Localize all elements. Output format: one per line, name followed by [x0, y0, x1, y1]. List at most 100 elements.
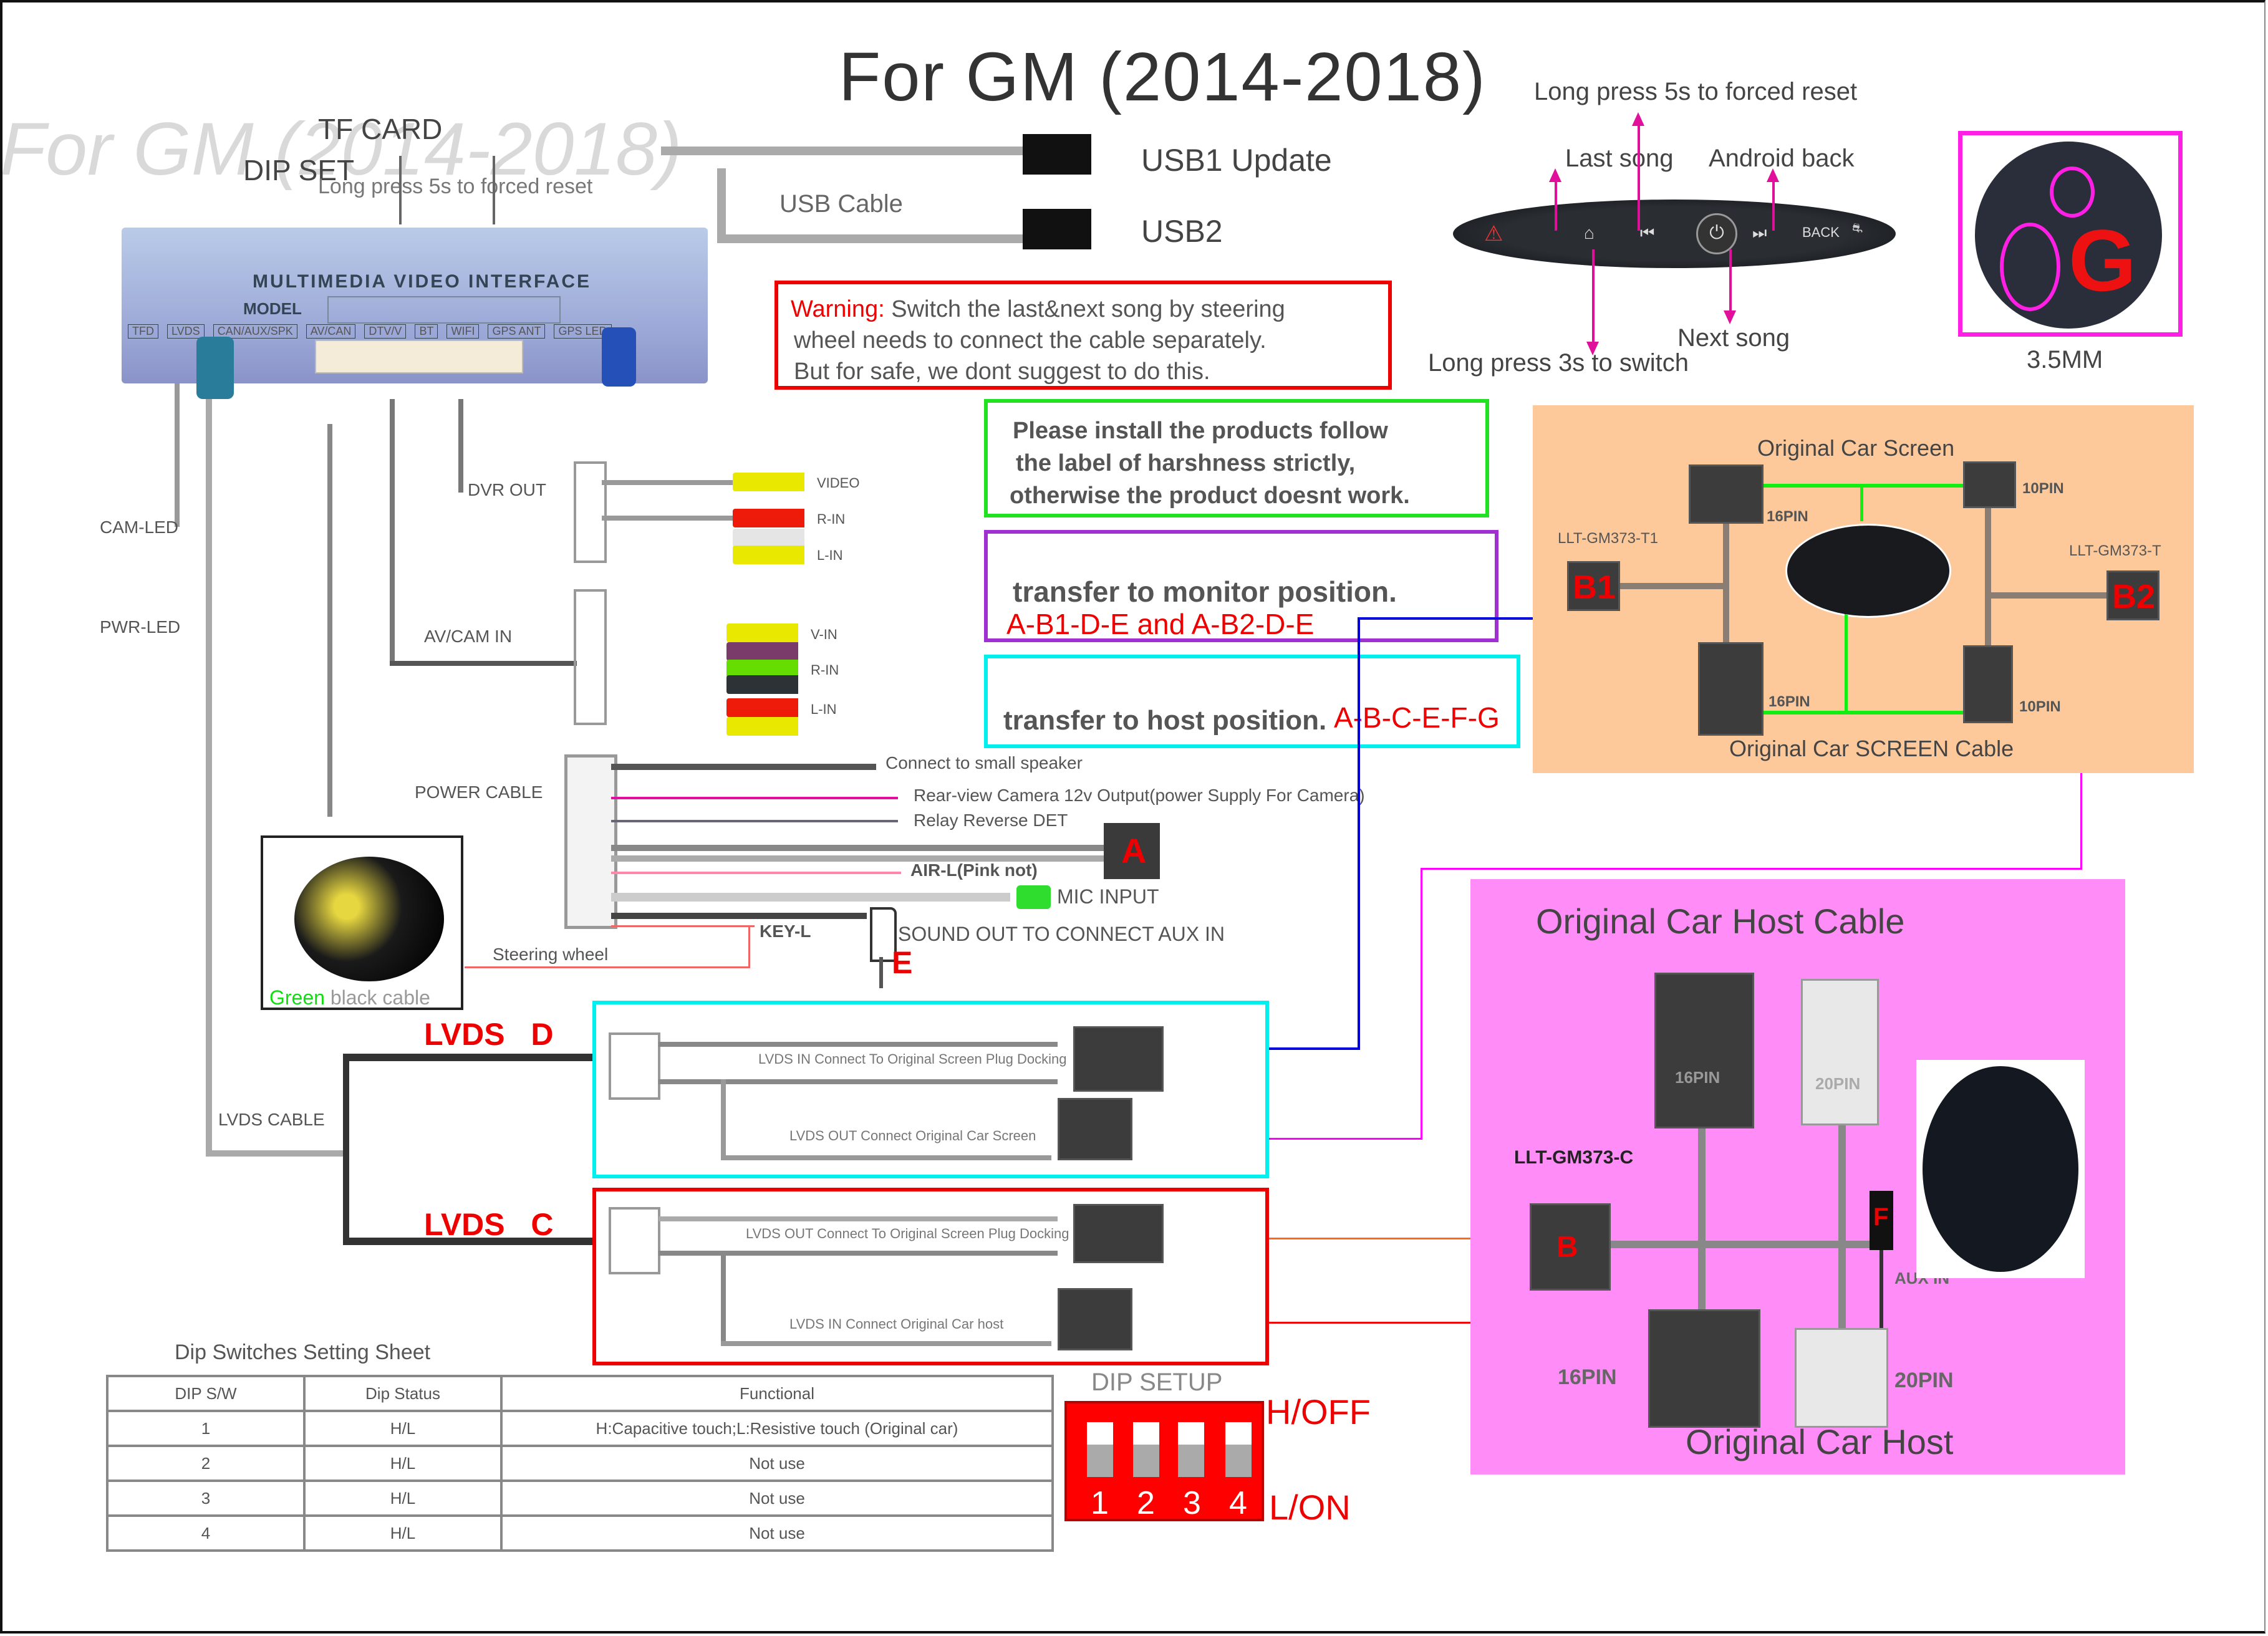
- f-aux-jack: F: [1870, 1191, 1893, 1250]
- screen-panel-bottom: Original Car SCREEN Cable: [1729, 736, 2014, 761]
- table-cell: Not use: [500, 1480, 1054, 1517]
- install-note-line-3: otherwise the product doesnt work.: [1010, 483, 1410, 509]
- lvds-c-cable: [343, 1238, 592, 1245]
- f-letter: F: [1873, 1203, 1889, 1231]
- table-cell: 1: [106, 1410, 306, 1447]
- rca-plug-red: [726, 698, 798, 717]
- mic-wire: [611, 893, 1010, 902]
- dip-number: 3: [1183, 1485, 1201, 1521]
- rca-plug-yellow: [726, 717, 798, 736]
- rear-cam-label: Rear-view Camera 12v Output(power Supply…: [914, 786, 1365, 805]
- dip-switch-3[interactable]: [1178, 1422, 1204, 1477]
- steering-caption-green: Green: [269, 986, 325, 1009]
- dip-switch-1[interactable]: [1087, 1422, 1113, 1477]
- hazard-icon: ⚠: [1484, 222, 1503, 246]
- can-connector-letter: A: [1121, 831, 1147, 870]
- host-position-path: A-B-C-E-F-G: [1334, 701, 1500, 734]
- car-control-panel: ⚠ ⌂ ⏮ ⏻ ⏭ BACK ⛐: [1453, 200, 1896, 268]
- host-panel-title: Original Car Host Cable: [1536, 902, 1905, 941]
- dip-number: 2: [1137, 1485, 1155, 1521]
- usb2-cable: [717, 234, 1029, 243]
- power-cable-wire: [327, 424, 332, 817]
- harness-socket: [315, 340, 523, 373]
- dip-switch-2[interactable]: [1133, 1422, 1159, 1477]
- host-model-label: LLT-GM373-C: [1514, 1147, 1634, 1168]
- screen-connector-photo: [1785, 524, 1951, 618]
- lvds-c-output-connector: [1073, 1204, 1164, 1263]
- lvds-c-text: LVDS: [424, 1207, 505, 1242]
- interface-box: MULTIMEDIA VIDEO INTERFACE MODEL TFD LVD…: [122, 228, 708, 399]
- screen-10pin-bottom: [1963, 645, 2013, 723]
- b-connector: B: [1530, 1203, 1611, 1291]
- rca-plug-purple: [726, 642, 798, 661]
- install-note-line-2: the label of harshness strictly,: [1016, 450, 1356, 476]
- lvds-d-input-connector: [609, 1032, 660, 1100]
- pin-label: 16PIN: [1767, 508, 1808, 525]
- red-link: [1269, 1322, 1472, 1324]
- table-cell: H/L: [303, 1480, 503, 1517]
- cable: [1608, 1241, 1888, 1248]
- port-av-can: AV/CAN: [306, 324, 356, 339]
- steering-cable-image: [294, 857, 444, 981]
- table-header: Dip Status: [303, 1375, 503, 1412]
- host-position-box: transfer to host position. A-B-C-E-F-G: [984, 655, 1520, 748]
- av-cam-in-label: AV/CAM IN: [424, 627, 513, 646]
- dip-high-label: H/OFF: [1266, 1392, 1371, 1432]
- orange-link: [1269, 1238, 1487, 1239]
- cam-led-label: CAM-LED: [100, 517, 179, 537]
- jack-letter: G: [2068, 211, 2136, 309]
- table-cell: H/L: [303, 1514, 503, 1552]
- magenta-link: [1269, 1138, 1422, 1140]
- host-20pin-top: 20PIN: [1801, 979, 1879, 1125]
- table-cell: H/L: [303, 1445, 503, 1482]
- model-plate: [327, 296, 561, 324]
- screen-16pin-bottom: [1698, 642, 1764, 736]
- host-20pin-bottom: [1795, 1328, 1888, 1428]
- air-label: AIR-L(Pink not): [910, 860, 1038, 880]
- aux-jack-plug: [870, 907, 897, 962]
- b1-connector: B1: [1567, 561, 1620, 611]
- av-cam-wire: [390, 399, 395, 664]
- port-gps-ant: GPS ANT: [488, 324, 546, 339]
- lvds-d-wire: [659, 1042, 1058, 1047]
- rca-label: V-IN: [811, 627, 837, 642]
- lvds-d-screen-connector: [1058, 1098, 1132, 1160]
- warning-prefix: Warning:: [791, 296, 885, 322]
- dip-number: 1: [1091, 1485, 1109, 1521]
- lvds-c-label: LVDS C: [424, 1206, 553, 1243]
- lvds-cable-trunk: [206, 399, 212, 1153]
- usb1-label: USB1 Update: [1141, 143, 1332, 178]
- rca-label: R-IN: [811, 662, 839, 678]
- lvds-cable-label: LVDS CABLE: [218, 1110, 325, 1129]
- usb1-connector: [1023, 134, 1091, 175]
- rca-plug-red: [733, 509, 804, 527]
- rca-plug-yellow: [733, 473, 804, 491]
- rca-wire: [602, 516, 733, 521]
- can-wire: [611, 845, 1104, 851]
- port-tfd: TFD: [128, 324, 158, 339]
- model-label: MODEL: [243, 299, 302, 318]
- rca-plug-white: [733, 529, 804, 547]
- dvr-out-wire: [458, 399, 463, 493]
- next-song-arrow: [1724, 249, 1736, 324]
- dip-switch-block: 1 2 3 4: [1064, 1401, 1264, 1521]
- right-model-label: LLT-GM373-T: [2069, 542, 2161, 559]
- rca-label: L-IN: [817, 547, 843, 563]
- lvds-d-line-2: LVDS OUT Connect Original Car Screen: [789, 1128, 1036, 1143]
- power-cable-label: POWER CABLE: [415, 782, 543, 802]
- rca-bundle-1: [574, 461, 607, 563]
- magenta-link-h: [1421, 868, 2082, 870]
- table-cell: 2: [106, 1445, 306, 1482]
- cable: [1723, 524, 1729, 673]
- screen-panel-title: Original Car Screen: [1757, 435, 1955, 461]
- cable: [1991, 592, 2106, 599]
- rca-plug-yellow: [733, 546, 804, 564]
- table-header: DIP S/W: [106, 1375, 306, 1412]
- aux-wire: [1880, 1250, 1883, 1328]
- dip-switch-4[interactable]: [1225, 1422, 1252, 1477]
- key-wire-v: [748, 925, 750, 968]
- table-row: 1 H/L H:Capacitive touch;L:Resistive tou…: [106, 1410, 1054, 1447]
- lvds-c-branch-h: [721, 1341, 1051, 1346]
- monitor-position-text: transfer to monitor position.: [1013, 575, 1397, 608]
